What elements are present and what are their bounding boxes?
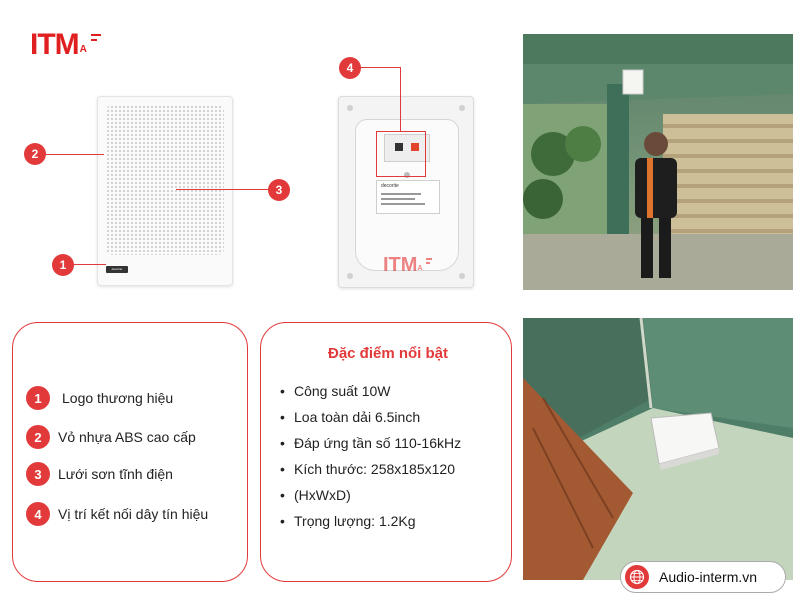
screw xyxy=(459,273,465,279)
feature-number: 3 xyxy=(26,462,50,486)
spec-item-continued: (HxWxD) xyxy=(280,482,500,508)
globe-icon xyxy=(625,565,649,589)
speaker-brand-plate: decorite xyxy=(106,266,128,273)
specs-title: Đặc điểm nổi bật xyxy=(328,345,449,362)
callout-marker-3: 3 xyxy=(268,179,290,201)
callout-line-3 xyxy=(176,189,268,190)
mount-hole xyxy=(404,172,410,178)
speaker-back-image: decorite ITM A xyxy=(338,96,474,288)
sticker-line xyxy=(381,193,421,195)
callout-marker-4: 4 xyxy=(339,57,361,79)
screw xyxy=(459,105,465,111)
screw xyxy=(347,273,353,279)
speaker-grille xyxy=(106,105,224,255)
watermark-logo: ITM A xyxy=(383,255,432,275)
specs-list: Công suất 10W Loa toàn dải 6.5inch Đáp ứ… xyxy=(280,378,500,534)
spec-sticker: decorite xyxy=(376,180,440,214)
spec-item: Trọng lượng: 1.2Kg xyxy=(280,508,500,534)
watermark-dashes xyxy=(425,258,432,264)
installation-photo-person-art xyxy=(523,34,793,290)
logo-sub-text: A xyxy=(79,44,87,55)
website-text: Audio-interm.vn xyxy=(659,569,758,585)
terminal-negative xyxy=(395,143,403,151)
feature-text: Vị trí kết nối dây tín hiệu xyxy=(58,506,209,522)
feature-text: Lưới sơn tĩnh điện xyxy=(58,466,173,482)
feature-item-signal-connection: 4 Vị trí kết nối dây tín hiệu xyxy=(26,502,208,526)
callout-marker-1: 1 xyxy=(52,254,74,276)
callout-line-2 xyxy=(44,154,104,155)
sticker-line xyxy=(381,203,425,205)
website-link[interactable]: Audio-interm.vn xyxy=(620,561,786,593)
installation-photo-wall-art xyxy=(523,318,793,580)
speaker-front-image: decorite xyxy=(97,96,233,286)
terminal-highlight-box xyxy=(376,131,426,177)
feature-text: Vỏ nhựa ABS cao cấp xyxy=(58,429,196,445)
installation-photo-wall xyxy=(523,318,793,580)
terminal-positive xyxy=(411,143,419,151)
callout-marker-2: 2 xyxy=(24,143,46,165)
sticker-brand: decorite xyxy=(381,183,399,189)
brand-logo: ITM A xyxy=(30,30,101,62)
feature-number: 2 xyxy=(26,425,50,449)
feature-item-grille: 3 Lưới sơn tĩnh điện xyxy=(26,462,173,486)
watermark-sub-text: A xyxy=(417,265,423,272)
callout-line-4 xyxy=(360,67,400,68)
feature-text: Logo thương hiệu xyxy=(62,390,174,406)
speaker-back-panel: decorite xyxy=(355,119,459,271)
spec-item: Công suất 10W xyxy=(280,378,500,404)
watermark-main-text: ITM xyxy=(383,254,418,276)
sticker-line xyxy=(381,198,415,200)
logo-dashes xyxy=(90,34,101,41)
installation-photo-person xyxy=(523,34,793,290)
spec-item: Đáp ứng tần số 110-16kHz xyxy=(280,430,500,456)
signal-terminal xyxy=(384,134,430,162)
spec-item: Loa toàn dải 6.5inch xyxy=(280,404,500,430)
feature-number: 1 xyxy=(26,386,50,410)
callout-line-4-vertical xyxy=(400,67,401,131)
logo-main-text: ITM xyxy=(30,28,80,61)
spec-item: Kích thước: 258x185x120 xyxy=(280,456,500,482)
screw xyxy=(347,105,353,111)
feature-item-logo: 1 Logo thương hiệu xyxy=(26,386,173,410)
features-box xyxy=(12,322,248,582)
feature-number: 4 xyxy=(26,502,50,526)
speaker-brand-plate-text: decorite xyxy=(111,267,123,271)
feature-item-abs-shell: 2 Vỏ nhựa ABS cao cấp xyxy=(26,425,196,449)
callout-line-1 xyxy=(72,264,106,265)
